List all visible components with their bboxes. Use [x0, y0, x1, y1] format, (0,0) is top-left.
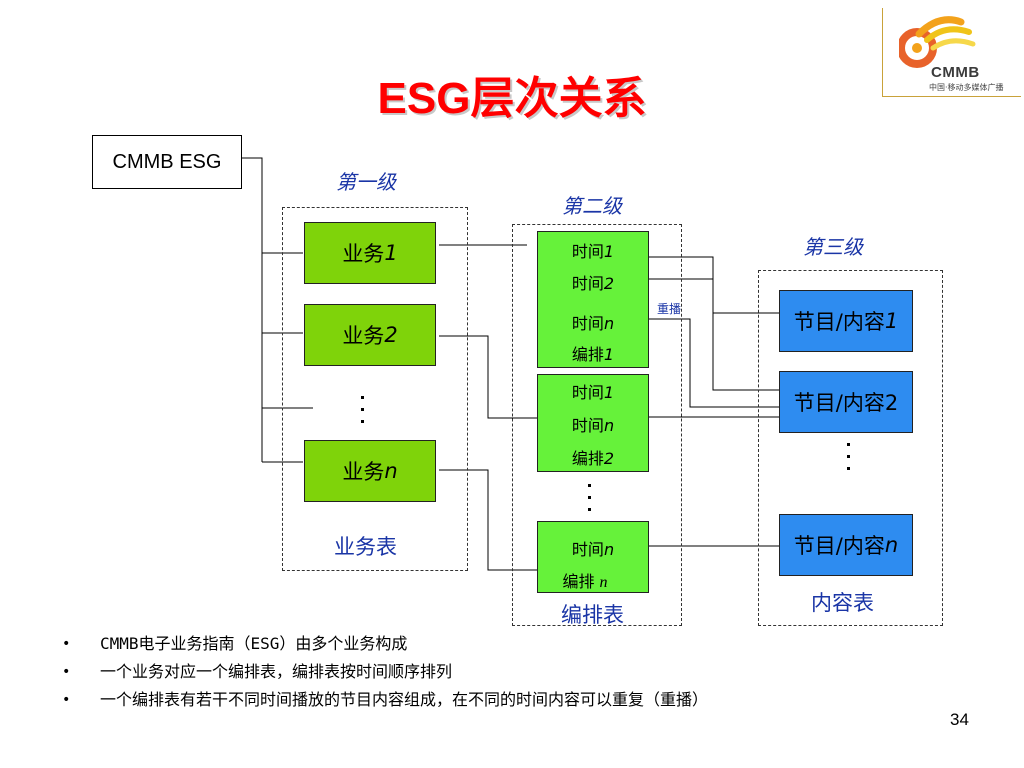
bullet-item: • 一个编排表有若干不同时间播放的节目内容组成，在不同的时间内容可以重复（重播） — [62, 686, 982, 714]
schedule-name: 编排 n — [562, 572, 608, 591]
page-number: 34 — [950, 710, 969, 729]
cmmb-esg-root: CMMB ESG — [92, 135, 242, 189]
slide-title: ESG层次关系 — [377, 74, 647, 123]
bullet-item: • 一个业务对应一个编排表，编排表按时间顺序排列 — [62, 658, 982, 686]
bullet-dot-icon: • — [62, 636, 71, 652]
schedule-name: 编排1 — [571, 345, 615, 364]
replay-label: 重播 — [657, 302, 682, 316]
cmmb-logo: CMMB 中国·移动多媒体广播 — [882, 8, 1021, 97]
schedule-time: 时间n — [571, 416, 615, 435]
content-table-frame — [758, 270, 943, 626]
service-ellipsis — [358, 396, 366, 423]
service-table-label: 业务表 — [334, 535, 397, 559]
schedule-time: 时间1 — [571, 242, 615, 261]
bullet-dot-icon: • — [62, 664, 71, 680]
logo-subtitle: 中国·移动多媒体广播 — [929, 83, 1004, 92]
bullet-list: • CMMB电子业务指南（ESG）由多个业务构成 • 一个业务对应一个编排表，编… — [62, 630, 982, 714]
schedule-ellipsis — [585, 484, 593, 511]
bullet-item: • CMMB电子业务指南（ESG）由多个业务构成 — [62, 630, 982, 658]
bullet-dot-icon: • — [62, 692, 71, 708]
logo-brand: CMMB — [931, 64, 980, 81]
schedule-table-frame — [512, 224, 682, 626]
level-1-label: 第一级 — [336, 170, 396, 194]
schedule-table-label: 编排表 — [561, 603, 624, 627]
cmmb-swirl-icon — [899, 16, 976, 68]
schedule-time: 时间n — [571, 314, 615, 333]
schedule-name: 编排2 — [571, 449, 615, 468]
schedule-time: 时间n — [571, 540, 615, 559]
content-ellipsis — [844, 443, 852, 470]
schedule-time: 时间2 — [571, 274, 615, 293]
schedule-block: 时间1 时间n 编排2 — [537, 374, 649, 472]
level-2-label: 第二级 — [562, 194, 622, 218]
service-table-frame — [282, 207, 468, 571]
content-item: 节目/内容2 — [779, 371, 913, 433]
level-3-label: 第三级 — [803, 235, 863, 259]
schedule-block: 时间1 时间2 时间n 编排1 — [537, 231, 649, 368]
content-table-label: 内容表 — [811, 591, 874, 615]
schedule-block: 时间n 编排 n — [537, 521, 649, 593]
schedule-time: 时间1 — [571, 383, 615, 402]
